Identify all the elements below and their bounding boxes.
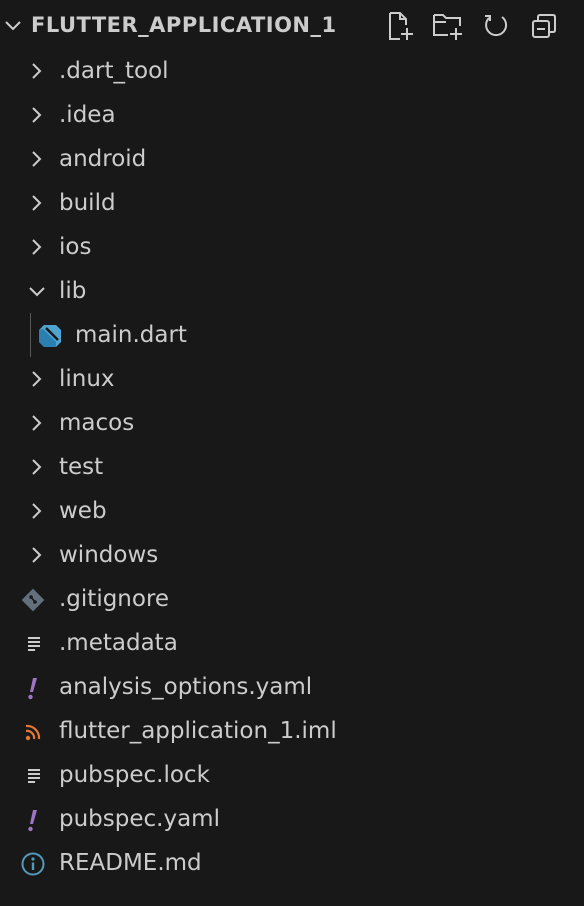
dart-file-icon — [37, 323, 63, 349]
tree-item-analysis-options[interactable]: analysis_options.yaml — [0, 665, 584, 709]
chevron-right-icon — [26, 104, 48, 126]
tree-item-label: .gitignore — [59, 586, 170, 612]
tree-item-web[interactable]: web — [0, 489, 584, 533]
tree-item-label: .idea — [59, 102, 116, 128]
collapse-all-icon[interactable] — [528, 10, 560, 42]
tree-item-label: analysis_options.yaml — [59, 674, 313, 700]
chevron-right-icon — [26, 192, 48, 214]
tree-item-metadata[interactable]: .metadata — [0, 621, 584, 665]
tree-item-label: web — [59, 498, 107, 524]
tree-item-label: pubspec.lock — [59, 762, 210, 788]
new-file-icon[interactable] — [384, 10, 416, 42]
git-file-icon — [20, 587, 46, 613]
tree-item-build[interactable]: build — [0, 181, 584, 225]
tree-item-idea[interactable]: .idea — [0, 93, 584, 137]
text-file-icon — [20, 631, 46, 657]
tree-item-label: pubspec.yaml — [59, 806, 220, 832]
tree-item-main-dart[interactable]: main.dart — [0, 313, 584, 357]
tree-item-label: lib — [59, 278, 87, 304]
yaml-file-icon — [20, 675, 46, 701]
chevron-right-icon — [26, 412, 48, 434]
info-file-icon — [20, 851, 46, 877]
chevron-right-icon — [26, 544, 48, 566]
refresh-icon[interactable] — [480, 10, 512, 42]
tree-item-label: README.md — [59, 850, 202, 876]
chevron-right-icon — [26, 368, 48, 390]
chevron-down-icon — [26, 280, 48, 302]
tree-item-label: linux — [59, 366, 115, 392]
chevron-right-icon — [26, 500, 48, 522]
tree-item-label: .metadata — [59, 630, 178, 656]
yaml-file-icon — [20, 807, 46, 833]
chevron-right-icon — [26, 60, 48, 82]
workspace-title: FLUTTER_APPLICATION_1 — [31, 13, 337, 37]
chevron-down-icon[interactable] — [2, 14, 24, 36]
tree-item-dart-tool[interactable]: .dart_tool — [0, 49, 584, 93]
tree-item-linux[interactable]: linux — [0, 357, 584, 401]
tree-item-label: flutter_application_1.iml — [59, 718, 337, 744]
tree-item-readme[interactable]: README.md — [0, 841, 584, 885]
tree-item-lib[interactable]: lib — [0, 269, 584, 313]
tree-item-pubspec-lock[interactable]: pubspec.lock — [0, 753, 584, 797]
explorer-actions — [384, 10, 560, 42]
chevron-right-icon — [26, 148, 48, 170]
tree-item-android[interactable]: android — [0, 137, 584, 181]
text-file-icon — [20, 763, 46, 789]
indent-guide — [30, 313, 31, 357]
tree-item-gitignore[interactable]: .gitignore — [0, 577, 584, 621]
tree-item-label: build — [59, 190, 116, 216]
tree-item-macos[interactable]: macos — [0, 401, 584, 445]
tree-item-iml[interactable]: flutter_application_1.iml — [0, 709, 584, 753]
chevron-right-icon — [26, 456, 48, 478]
chevron-right-icon — [26, 236, 48, 258]
tree-item-label: test — [59, 454, 104, 480]
tree-item-label: ios — [59, 234, 92, 260]
tree-item-test[interactable]: test — [0, 445, 584, 489]
explorer-header[interactable]: FLUTTER_APPLICATION_1 — [0, 0, 584, 50]
tree-item-ios[interactable]: ios — [0, 225, 584, 269]
tree-item-windows[interactable]: windows — [0, 533, 584, 577]
tree-item-label: android — [59, 146, 147, 172]
tree-item-label: windows — [59, 542, 159, 568]
rss-file-icon — [20, 719, 46, 745]
tree-item-label: main.dart — [75, 322, 187, 348]
tree-item-label: macos — [59, 410, 135, 436]
new-folder-icon[interactable] — [432, 10, 464, 42]
tree-item-pubspec-yaml[interactable]: pubspec.yaml — [0, 797, 584, 841]
file-tree: .dart_tool .idea android build ios lib — [0, 49, 584, 885]
tree-item-label: .dart_tool — [59, 58, 169, 84]
